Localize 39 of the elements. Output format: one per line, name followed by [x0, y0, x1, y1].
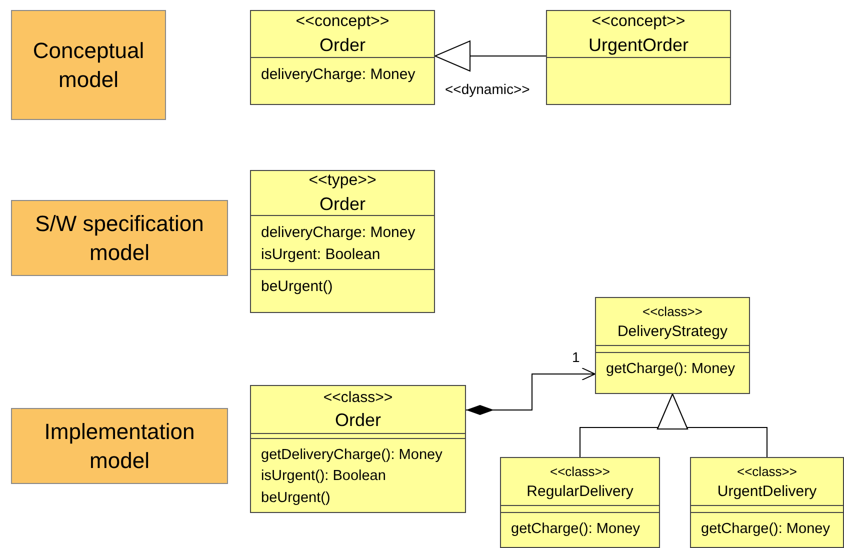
operation-text: beUrgent(): [261, 277, 334, 297]
model-level-box: Conceptual model: [11, 10, 166, 120]
attribute-text: isUrgent: Boolean: [261, 245, 382, 265]
generalization-arrow: [657, 394, 768, 458]
stereotype-label: <<class>>: [737, 462, 797, 480]
class-box: [595, 297, 750, 394]
class-name: Order: [334, 409, 381, 432]
class-box: [250, 385, 466, 513]
operation-text: beUrgent(): [261, 488, 332, 508]
stereotype-label: <<concept>>: [296, 12, 390, 32]
class-box: [690, 457, 844, 548]
class-box: [250, 170, 435, 313]
multiplicity-label: 1: [572, 349, 580, 365]
stereotype-label: <<class>>: [550, 462, 610, 480]
class-box: [500, 457, 660, 548]
stereotype-label: <<type>>: [308, 171, 376, 191]
operation-text: getCharge(): Money: [606, 360, 736, 379]
stereotype-label: <<class>>: [642, 302, 702, 320]
attribute-text: deliveryCharge: Money: [261, 223, 416, 243]
operation-text: getCharge(): Money: [701, 520, 831, 539]
stereotype-label: <<concept>>: [592, 12, 686, 32]
attribute-text: deliveryCharge: Money: [261, 65, 416, 85]
model-level-box: Implementation model: [11, 408, 228, 484]
class-name: Order: [319, 34, 366, 57]
composition-arrow: [466, 368, 596, 415]
model-level-box: S/W specification model: [11, 200, 228, 276]
generalization-arrow: [434, 40, 546, 72]
class-name: UrgentOrder: [588, 34, 689, 57]
operation-text: getDeliveryCharge(): Money: [261, 446, 444, 464]
stereotype-label: <<class>>: [323, 388, 393, 408]
class-name: Order: [319, 193, 366, 216]
class-name: RegularDelivery: [526, 482, 634, 502]
class-name: UrgentDelivery: [717, 482, 817, 502]
class-box: [546, 10, 731, 105]
operation-text: isUrgent(): Boolean: [261, 467, 387, 486]
class-name: DeliveryStrategy: [617, 322, 728, 342]
stereotype-label: <<dynamic>>: [445, 81, 530, 97]
class-box: [250, 10, 435, 105]
operation-text: getCharge(): Money: [511, 520, 641, 539]
